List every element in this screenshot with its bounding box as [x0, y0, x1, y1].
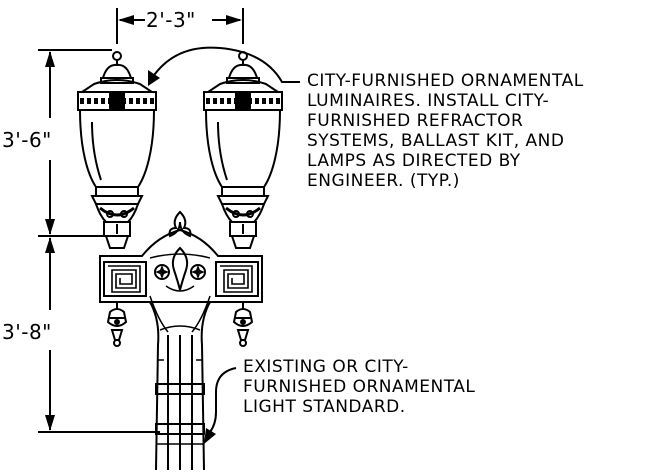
- note-luminaires-line: CITY-FURNISHED ORNAMENTAL: [307, 71, 584, 91]
- upper-height-label: 3'-6": [2, 128, 52, 152]
- light-standard-post: [149, 301, 211, 471]
- note-luminaires-line: LUMINAIRES. INSTALL CITY-: [307, 91, 550, 111]
- crossarm-bracket: [99, 210, 263, 333]
- width-dimension: [116, 8, 244, 44]
- leader-luminaires: [148, 46, 300, 86]
- pendant-left: [106, 302, 128, 347]
- lower-height-label: 3'-8": [2, 320, 52, 344]
- pendant-right: [232, 302, 254, 347]
- note-standard-line: FURNISHED ORNAMENTAL: [243, 377, 476, 397]
- note-standard-line: LIGHT STANDARD.: [243, 397, 406, 417]
- note-standard-line: EXISTING OR CITY-: [243, 357, 409, 377]
- note-luminaires-line: SYSTEMS, BALLAST KIT, AND: [307, 131, 565, 151]
- left-luminaire: [77, 51, 157, 249]
- leader-standard: [204, 367, 237, 444]
- note-luminaires-line: LAMPS AS DIRECTED BY: [307, 151, 521, 171]
- width-dimension-label: 2'-3": [146, 8, 196, 32]
- height-dimension: [38, 49, 160, 433]
- note-luminaires-line: ENGINEER. (TYP.): [307, 171, 460, 191]
- note-luminaires-line: FURNISHED REFRACTOR: [307, 111, 524, 131]
- right-luminaire: [203, 51, 283, 249]
